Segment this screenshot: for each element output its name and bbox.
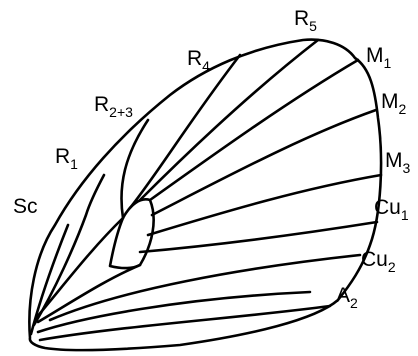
label-r5: R5 — [294, 7, 317, 34]
label-r1: R1 — [55, 145, 78, 172]
label-cu2: Cu2 — [361, 248, 396, 275]
vein-m2 — [152, 110, 376, 215]
label-cu1: Cu1 — [374, 196, 409, 223]
wing-drawing — [29, 40, 381, 351]
discal-cell — [110, 199, 154, 268]
label-m3: M3 — [385, 149, 411, 176]
wing-outline — [29, 40, 381, 351]
label-r4: R4 — [187, 47, 210, 74]
label-m1: M1 — [366, 44, 392, 71]
label-m2: M2 — [381, 90, 407, 117]
label-sc: Sc — [13, 195, 38, 218]
vein-cu-stem — [38, 265, 140, 322]
label-r2-3: R2+3 — [94, 93, 133, 120]
vein-r4 — [130, 55, 240, 208]
label-a2: A2 — [336, 284, 358, 311]
